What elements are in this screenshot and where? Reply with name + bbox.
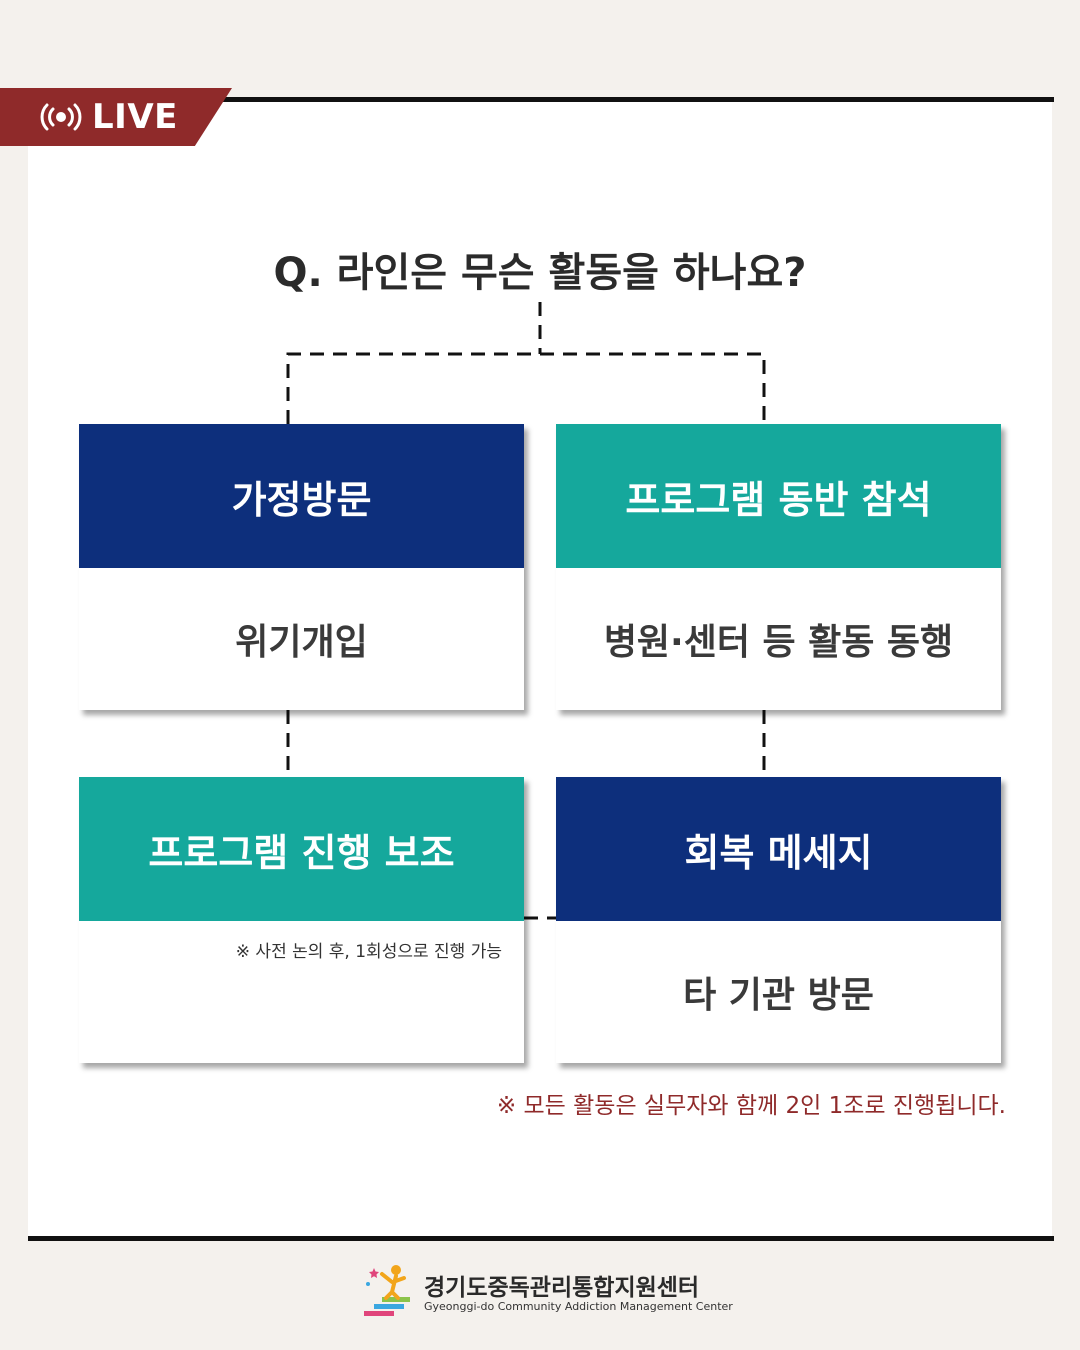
card-body: 위기개입 — [235, 622, 368, 663]
card-title: 프로그램 동반 참석 — [556, 424, 1001, 568]
footer: 경기도중독관리통합지원센터 Gyeonggi-do Community Addi… — [362, 1262, 762, 1322]
card-note: ※ 사전 논의 후, 1회성으로 진행 가능 — [235, 942, 502, 962]
card-body: 병원·센터 등 활동 동행 — [603, 622, 954, 663]
card-body: 타 기관 방문 — [683, 975, 874, 1016]
live-badge: LIVE — [0, 88, 232, 146]
broadcast-icon — [40, 103, 82, 131]
card-title: 프로그램 진행 보조 — [79, 777, 524, 921]
bottom-divider — [28, 1236, 1054, 1241]
card-home-visit: 가정방문 위기개입 — [79, 424, 524, 710]
card-program-attendance: 프로그램 동반 참석 병원·센터 등 활동 동행 — [556, 424, 1001, 710]
card-title: 회복 메세지 — [556, 777, 1001, 921]
org-name-english: Gyeonggi-do Community Addiction Manageme… — [424, 1300, 733, 1313]
org-name-korean: 경기도중독관리통합지원센터 — [424, 1275, 700, 1301]
top-divider — [190, 97, 1054, 102]
question-title: Q. 라인은 무슨 활동을 하나요? — [273, 250, 807, 296]
live-label: LIVE — [92, 97, 178, 137]
card-recovery-message: 회복 메세지 타 기관 방문 — [556, 777, 1001, 1063]
footnote: ※ 모든 활동은 실무자와 함께 2인 1조로 진행됩니다. — [496, 1093, 1006, 1119]
org-logo-icon — [364, 1265, 410, 1316]
card-program-assist: 프로그램 진행 보조 ※ 사전 논의 후, 1회성으로 진행 가능 — [79, 777, 524, 1063]
card-title: 가정방문 — [79, 424, 524, 568]
